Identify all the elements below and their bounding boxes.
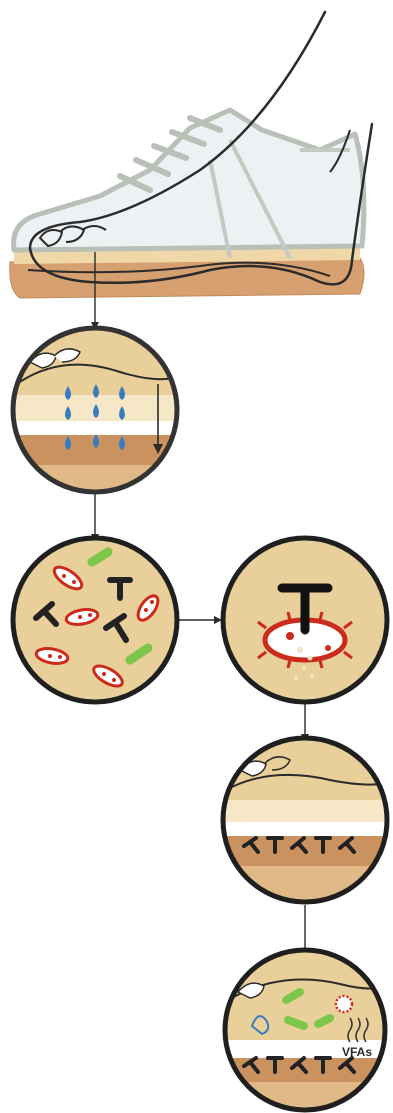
circle-residue-in-insole	[220, 736, 392, 906]
shoe-upper	[14, 110, 364, 250]
circle-sweat-absorption	[10, 325, 180, 505]
shoe-illustration	[10, 12, 372, 298]
circle-bacteria-growth	[13, 538, 177, 702]
circle-odor-vfa: VFAs	[222, 948, 392, 1113]
vfa-label: VFAs	[342, 1045, 372, 1059]
circle-fiber-degradation	[223, 538, 387, 702]
